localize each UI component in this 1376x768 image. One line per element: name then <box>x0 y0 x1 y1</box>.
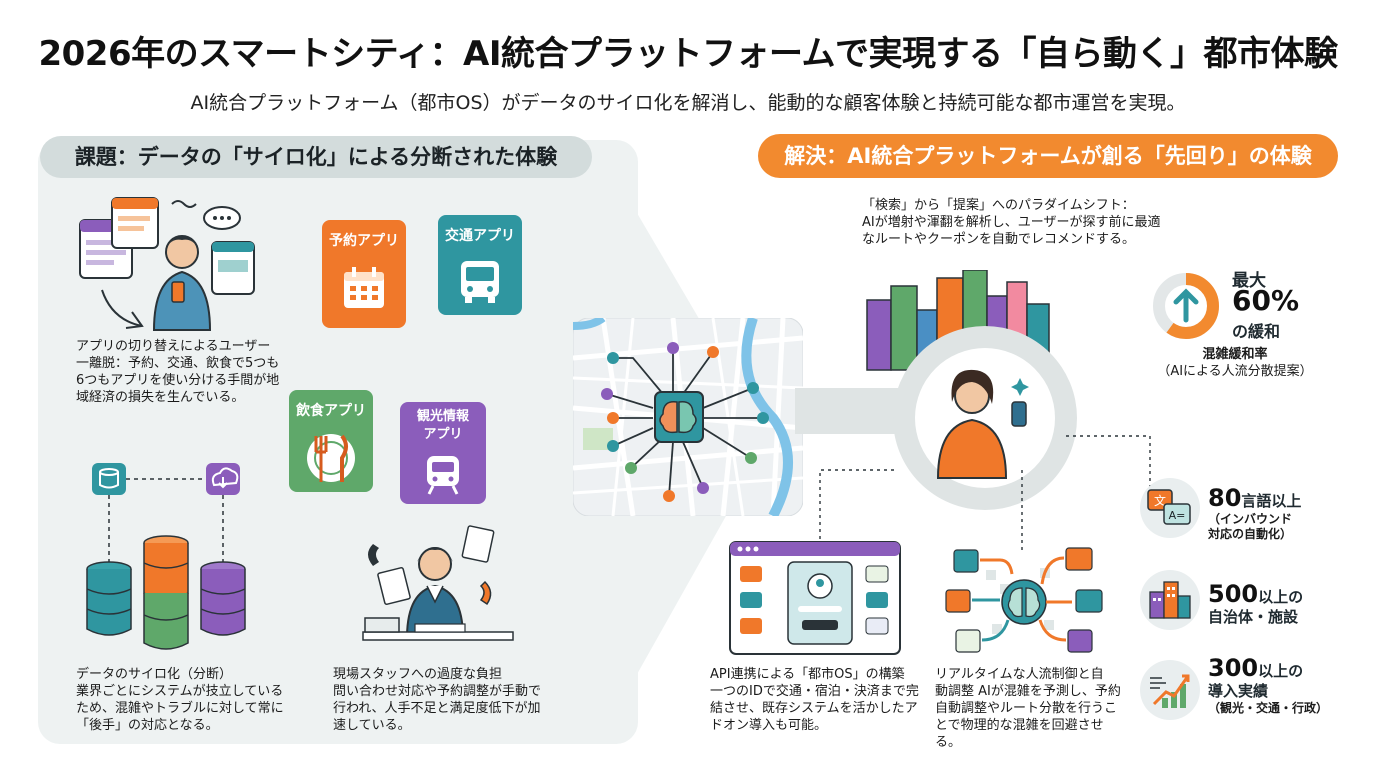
purple-db-stack <box>200 561 246 636</box>
stat-number: 80 <box>1208 484 1242 512</box>
arrow-up-icon <box>1173 288 1199 323</box>
bus-icon <box>461 261 499 303</box>
calendar-icon <box>344 267 384 308</box>
api-body: 一つのIDで交通・宿泊・決済まで完結させ、既存システムを活かしたアドオン導入も可… <box>710 684 919 733</box>
congestion-caption-title: 混雑緩和率 <box>1202 347 1268 362</box>
app-tile-transit: 交通アプリ <box>438 215 522 315</box>
page-subtitle: AI統合プラットフォーム（都市OS）がデータのサイロ化を解消し、能動的な顧客体験… <box>190 92 1186 114</box>
app-tile-label: 交通アプリ <box>445 228 515 244</box>
svg-text:A=: A= <box>1169 509 1186 522</box>
page-title: 2026年のスマートシティ：AI統合プラットフォームで実現する「自ら動く」都市体… <box>38 34 1338 74</box>
solution-dotted-connectors <box>819 435 1151 550</box>
silo-text: データのサイロ化（分断） 業界ごとにシステムが技立しているため、混雑やトラブルに… <box>76 666 286 734</box>
teal-db-stack <box>86 561 132 636</box>
realtime-body: 動調整 AIが混雑を予測し、予約自動調整やルート分散を行うことで物理的な混雑を回… <box>935 684 1121 750</box>
stat-desc: 導入実績 <box>1208 682 1269 700</box>
stat-deployments: 300以上の 導入実績 （観光・交通・行政） <box>1208 654 1328 716</box>
person-with-phone-illustration <box>936 369 1029 479</box>
app-tile-tourism: 観光情報アプリ <box>400 402 486 504</box>
user-switch-body: 一離脱：予約、交通、飲食で5つも6つもアプリを使い分ける手間が地域経済の損失を生… <box>76 356 280 405</box>
congestion-caption: 混雑緩和率 （AIによる人流分散提案） <box>1150 346 1320 380</box>
stat-desc: （観光・交通・行政） <box>1208 701 1329 715</box>
orange-db-stack <box>143 535 189 650</box>
congestion-donut <box>1153 273 1219 339</box>
realtime-text: リアルタイムな人流制御と自 動調整 AIが混雑を予測し、予約自動調整やルート分散… <box>935 666 1127 751</box>
svg-text:文: 文 <box>1154 493 1166 508</box>
growth-chart-icon <box>1150 674 1190 708</box>
database-icon <box>99 468 119 489</box>
stat-unit: 以上の <box>1258 588 1304 606</box>
paradigm-title: 「検索」から「提案」へのパラダイムシフト： <box>862 198 1135 213</box>
fork-knife-icon <box>307 434 355 482</box>
stat-unit: 以上の <box>1258 662 1304 680</box>
congestion-caption-sub: （AIによる人流分散提案） <box>1157 364 1313 379</box>
user-switch-text: アプリの切り替えによるユーザー 一離脱：予約、交通、飲食で5つも6つもアプリを使… <box>76 338 281 406</box>
staff-text: 現場スタッフへの過度な負担 問い合わせ対応や予約調整が手動で行われ、人手不足と満… <box>333 666 548 734</box>
app-tile-dining: 飲食アプリ <box>289 390 373 492</box>
stat-number: 500 <box>1208 580 1259 608</box>
growth-chart-icon-wrap <box>1140 660 1200 720</box>
realtime-flow-illustration <box>945 547 1103 653</box>
translate-icon: 文 A= <box>1147 489 1191 525</box>
translate-icon-wrap: 文 A= <box>1140 478 1200 538</box>
train-icon <box>427 456 459 495</box>
ai-hub-map <box>573 318 803 516</box>
buildings-icon <box>1149 581 1191 619</box>
database-silo-illustration <box>86 463 246 650</box>
staff-title: 現場スタッフへの過度な負担 <box>333 667 503 682</box>
silo-body: 業界ごとにシステムが技立しているため、混雑やトラブルに対して常に「後手」の対応と… <box>76 684 284 733</box>
staff-body: 問い合わせ対応や予約調整が手動で行われ、人手不足と満足度低下が加速している。 <box>333 684 542 733</box>
user-switch-title: アプリの切り替えによるユーザー <box>76 339 271 354</box>
stat-municipalities: 500以上の 自治体・施設 <box>1208 580 1303 626</box>
stat-unit: 言語以上 <box>1241 492 1302 510</box>
app-tile-label: 飲食アプリ <box>296 403 366 419</box>
congestion-value: 60% <box>1232 284 1300 317</box>
ai-brain-chip-icon <box>654 391 704 443</box>
congestion-suffix: の緩和 <box>1232 322 1281 341</box>
realtime-title: リアルタイムな人流制御と自 <box>935 667 1104 682</box>
stat-desc: 対応の自動化） <box>1208 527 1293 541</box>
api-text: API連携による「都市OS」の構築 一つのIDで交通・宿泊・決済まで完結させ、既… <box>710 666 922 734</box>
paradigm-body: AIが増射や渾翻を解析し、ユーザーが探す前に最適なルートやクーポンを自動でレコメ… <box>862 215 1161 247</box>
app-tile-reservation: 予約アプリ <box>322 220 406 328</box>
stat-number: 300 <box>1208 654 1259 682</box>
problem-heading: 課題：データの「サイロ化」による分断された体験 <box>40 136 592 178</box>
silo-title: データのサイロ化（分断） <box>76 667 233 682</box>
congestion-max-label: 最大 <box>1232 271 1266 291</box>
app-tile-label: 予約アプリ <box>329 233 399 249</box>
user-switching-apps-illustration <box>79 197 255 331</box>
stat-languages: 80言語以上 （インバウンド 対応の自動化） <box>1208 484 1301 542</box>
city-os-browser-illustration <box>729 541 901 655</box>
stat-desc: 自治体・施設 <box>1208 608 1299 626</box>
app-tile-label: 観光情報アプリ <box>416 409 469 442</box>
api-title: API連携による「都市OS」の構築 <box>710 667 905 682</box>
stat-desc: （インバウンド <box>1208 512 1293 526</box>
solution-heading: 解決：AI統合プラットフォームが創る「先回り」の体験 <box>758 134 1338 178</box>
buildings-icon-wrap <box>1140 570 1200 630</box>
overwhelmed-staff-illustration <box>362 525 514 641</box>
paradigm-text: 「検索」から「提案」へのパラダイムシフト： AIが増射や渾翻を解析し、ユーザーが… <box>862 197 1162 248</box>
